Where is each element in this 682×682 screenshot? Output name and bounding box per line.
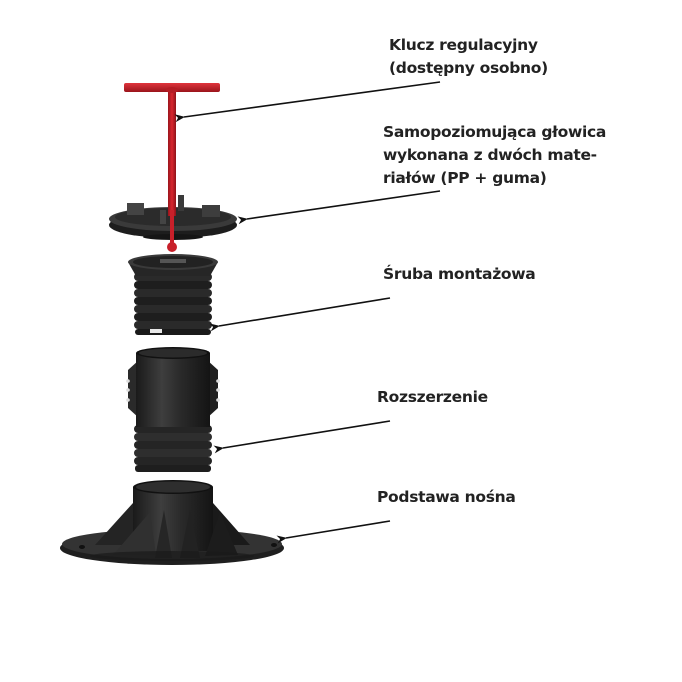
- callout-arrows: [174, 81, 441, 544]
- extension-part: [126, 347, 220, 472]
- label-self-leveling-head: Samopoziomująca głowica wykonana z dwóch…: [383, 123, 607, 187]
- arrow-key: [174, 81, 441, 123]
- label-mounting-screw: Śruba montażowa: [383, 265, 536, 283]
- support-base-part: [60, 480, 284, 565]
- mounting-screw-part: [128, 254, 218, 335]
- arrow-head: [237, 190, 441, 225]
- label-adjustment-key: Klucz regulacyjny (dostępny osobno): [389, 36, 548, 77]
- label-extension: Rozszerzenie: [377, 388, 488, 406]
- label-support-base: Podstawa nośna: [377, 488, 516, 506]
- arrow-screw: [209, 297, 391, 332]
- arrow-base: [276, 520, 391, 544]
- arrow-extension: [213, 420, 391, 454]
- adjustment-key-part: [124, 83, 220, 252]
